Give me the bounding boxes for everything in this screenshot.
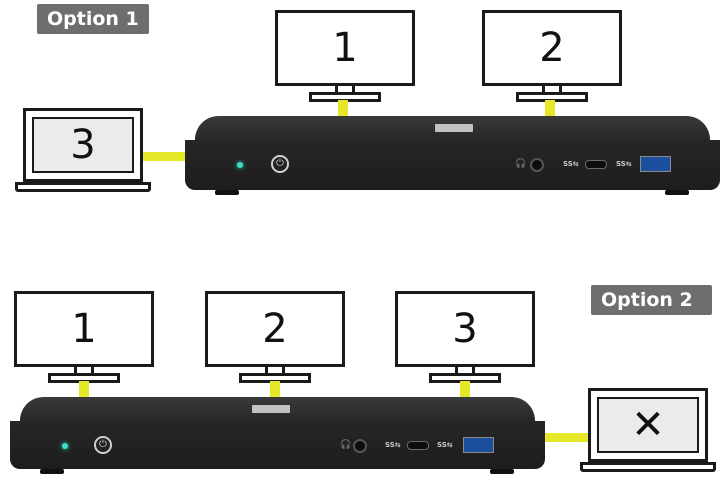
laptop-disabled: ✕ — [580, 388, 716, 474]
monitor-screen: 1 — [275, 10, 415, 86]
headphone-icon: 🎧 — [515, 159, 527, 169]
laptop-lid: 3 — [23, 108, 143, 182]
laptop-screen: 3 — [32, 117, 134, 173]
monitor-screen: 2 — [205, 291, 345, 367]
power-icon: ⏻ — [276, 158, 284, 169]
monitor-screen: 2 — [482, 10, 622, 86]
cable-monitor-1 — [338, 100, 348, 120]
monitor-neck — [265, 367, 285, 373]
logo-icon — [435, 124, 473, 132]
monitor-neck — [455, 367, 475, 373]
monitor-neck — [74, 367, 94, 373]
cable-monitor-2 — [545, 100, 555, 120]
x-icon: ✕ — [631, 402, 665, 448]
monitor-1: 1 — [14, 291, 154, 383]
dock-foot — [215, 190, 239, 195]
laptop-lid: ✕ — [588, 388, 708, 462]
cable-laptop — [540, 433, 595, 442]
laptop-base — [580, 462, 716, 472]
laptop-screen: ✕ — [597, 397, 699, 453]
cable-laptop — [138, 152, 190, 161]
logo-icon — [252, 405, 290, 413]
docking-station: ⏻ 🎧 SS⇆ SS⇆ — [10, 397, 545, 477]
dock-front: ⏻ 🎧 SS⇆ SS⇆ — [10, 421, 545, 469]
power-button: ⏻ — [94, 436, 112, 454]
dock-foot — [665, 190, 689, 195]
monitor-2: 2 — [482, 10, 622, 102]
audio-jack-port — [530, 158, 544, 172]
monitor-number: 1 — [332, 25, 358, 71]
monitor-3: 3 — [395, 291, 535, 383]
dock-foot — [490, 469, 514, 474]
monitor-number: 2 — [262, 306, 288, 352]
dock-foot — [40, 469, 64, 474]
power-button: ⏻ — [271, 155, 289, 173]
ss-usb-icon: SS⇆ — [385, 441, 401, 449]
monitor-1: 1 — [275, 10, 415, 102]
monitor-number: 2 — [539, 25, 565, 71]
ss-usb-icon: SS⇆ — [563, 160, 579, 168]
dock-top — [195, 116, 710, 142]
option-1-label: Option 1 — [37, 4, 149, 34]
ss-usb-icon: SS⇆ — [616, 160, 632, 168]
monitor-screen: 1 — [14, 291, 154, 367]
option-2-label: Option 2 — [591, 285, 712, 315]
cable-monitor-2 — [270, 381, 280, 402]
usb-c-port — [407, 441, 429, 450]
audio-jack-port — [353, 439, 367, 453]
laptop-3: 3 — [15, 108, 151, 194]
usb-a-port — [463, 437, 494, 453]
laptop-number: 3 — [70, 122, 96, 168]
laptop-base — [15, 182, 151, 192]
monitor-screen: 3 — [395, 291, 535, 367]
monitor-neck — [542, 86, 562, 92]
power-icon: ⏻ — [99, 439, 107, 450]
usb-a-port — [640, 156, 671, 172]
headphone-icon: 🎧 — [340, 440, 352, 450]
ss-usb-icon: SS⇆ — [437, 441, 453, 449]
led-indicator-icon — [62, 443, 68, 449]
monitor-2: 2 — [205, 291, 345, 383]
cable-monitor-1 — [79, 381, 89, 402]
dock-top — [20, 397, 535, 423]
monitor-number: 3 — [452, 306, 478, 352]
usb-c-port — [585, 160, 607, 169]
led-indicator-icon — [237, 162, 243, 168]
docking-station: ⏻ 🎧 SS⇆ SS⇆ — [185, 116, 720, 198]
monitor-neck — [335, 86, 355, 92]
dock-front: ⏻ 🎧 SS⇆ SS⇆ — [185, 140, 720, 190]
monitor-number: 1 — [71, 306, 97, 352]
cable-monitor-3 — [460, 381, 470, 402]
